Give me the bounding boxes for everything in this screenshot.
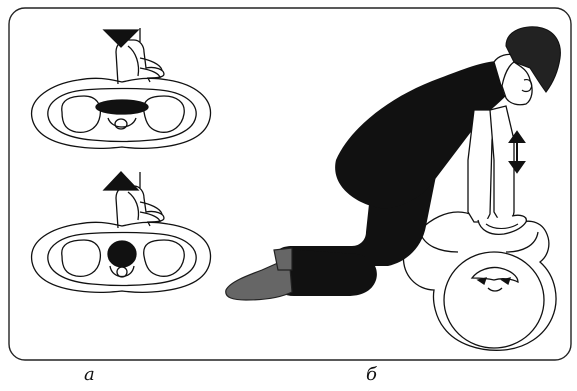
panel-b-caption: б [366,364,377,385]
panel-a-caption: а [84,364,95,385]
patient-head [444,252,544,348]
relaxed-heart [108,241,136,267]
compressed-heart [96,100,148,114]
